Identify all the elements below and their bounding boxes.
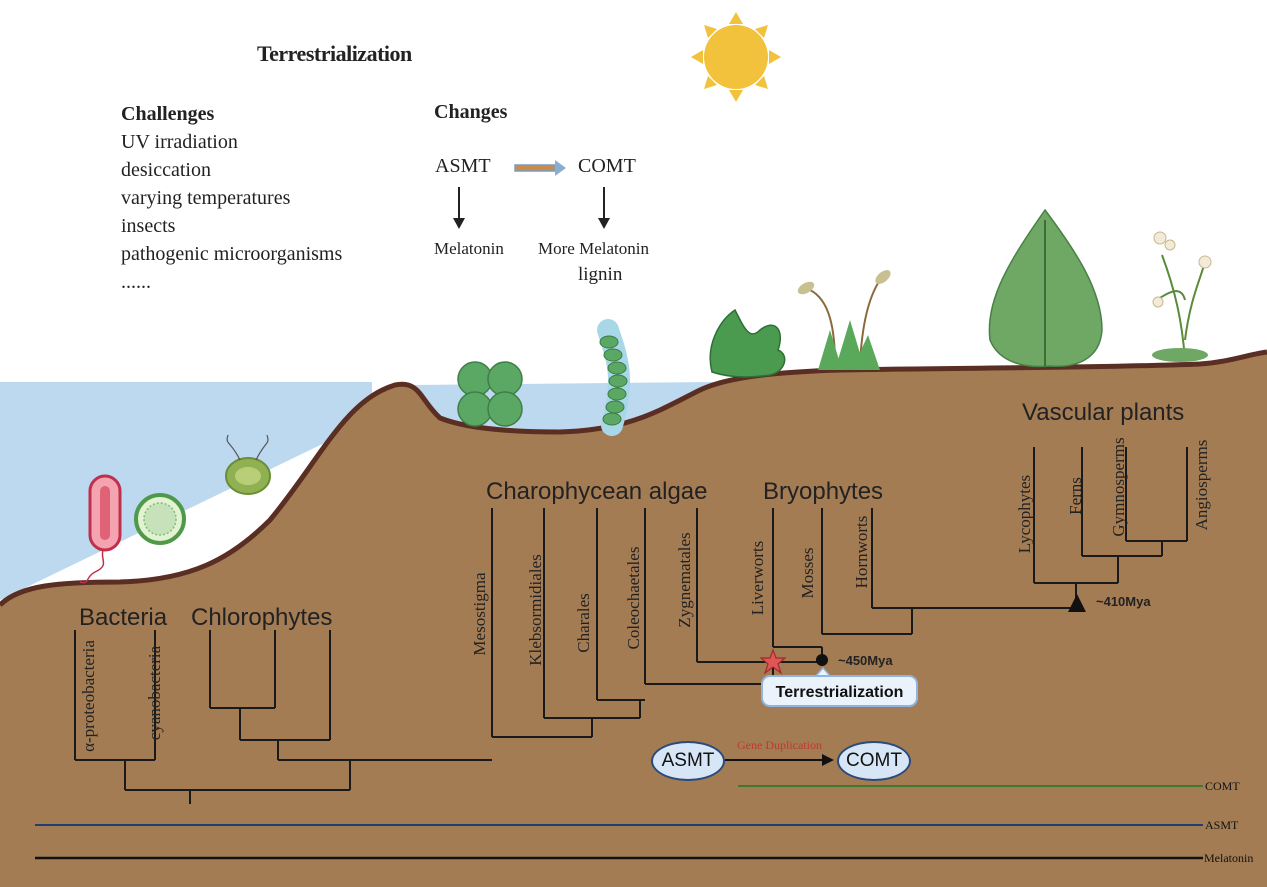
changes-heading: Changes xyxy=(434,101,508,123)
challenge-item: UV irradiation xyxy=(121,131,238,153)
soil-ground xyxy=(0,352,1267,887)
time-450mya: ~450Mya xyxy=(838,653,893,668)
page-title: Terrestrialization xyxy=(257,41,412,66)
taxon-alpha-proteobacteria: α-proteobacteria xyxy=(79,640,98,752)
taxon-mesostigma: Mesostigma xyxy=(470,572,489,656)
duplication-asmt-badge: ASMT xyxy=(651,741,725,781)
group-bryophytes: Bryophytes xyxy=(763,478,884,505)
group-bacteria: Bacteria xyxy=(79,604,168,631)
challenge-item: varying temperatures xyxy=(121,187,291,209)
changes-melatonin: Melatonin xyxy=(434,239,504,258)
challenge-item: desiccation xyxy=(121,159,211,181)
node-450-marker xyxy=(816,654,828,666)
challenges-heading: Challenges xyxy=(121,103,215,125)
time-410mya: ~410Mya xyxy=(1096,594,1151,609)
fern-icon xyxy=(988,208,1103,368)
comt-down-arrow-icon xyxy=(598,187,610,229)
taxon-angiosperms: Angiosperms xyxy=(1192,439,1211,531)
line-label-asmt: ASMT xyxy=(1205,818,1239,832)
taxon-zygnematales: Zygnematales xyxy=(675,532,694,628)
taxon-hornworts: Hornworts xyxy=(852,515,871,589)
changes-more-melatonin: More Melatonin xyxy=(538,239,649,258)
terrestrialization-callout: Terrestrialization xyxy=(761,675,918,707)
taxon-coleochaetales: Coleochaetales xyxy=(624,546,643,650)
moss-icon xyxy=(797,270,891,370)
group-vascular: Vascular plants xyxy=(1022,399,1185,426)
taxon-cyanobacteria: cyanobacteria xyxy=(145,645,164,741)
phylogeny-tree xyxy=(74,447,1188,804)
taxon-charales: Charales xyxy=(574,593,593,653)
asmt-down-arrow-icon xyxy=(453,187,465,229)
sun-icon xyxy=(691,12,781,102)
changes-arrow-icon xyxy=(514,160,566,176)
taxon-ferns: Ferns xyxy=(1066,477,1085,515)
challenge-item: insects xyxy=(121,215,176,237)
group-chlorophytes: Chlorophytes xyxy=(191,604,333,631)
cyanobacterium-icon xyxy=(134,493,186,545)
node-410-marker xyxy=(1068,594,1086,612)
taxon-lycophytes: Lycophytes xyxy=(1015,474,1034,554)
group-charophycean: Charophycean algae xyxy=(486,478,708,505)
line-label-comt: COMT xyxy=(1205,779,1240,793)
changes-lignin: lignin xyxy=(578,264,623,285)
taxon-liverworts: Liverworts xyxy=(748,540,767,616)
angiosperm-icon xyxy=(1152,231,1212,362)
charophyte-cell-icon xyxy=(457,361,523,427)
challenge-item: pathogenic microorganisms xyxy=(121,243,343,265)
challenge-item: ...... xyxy=(121,271,151,293)
line-label-melatonin: Melatonin xyxy=(1204,851,1254,865)
duplication-arrow-icon xyxy=(725,754,834,766)
changes-comt: COMT xyxy=(578,155,636,177)
soil-edge xyxy=(0,349,1267,607)
duplication-comt-badge: COMT xyxy=(837,741,911,781)
taxon-gymnosperms: Gymnosperms xyxy=(1109,437,1128,537)
liverwort-icon xyxy=(709,308,786,378)
changes-asmt: ASMT xyxy=(435,155,491,177)
terrestrialization-star-icon xyxy=(759,648,787,675)
taxon-klebsormidiales: Klebsormidiales xyxy=(526,554,545,666)
filament-alga-icon xyxy=(597,319,631,436)
bacterium-icon xyxy=(79,474,122,584)
taxon-mosses: Mosses xyxy=(798,547,817,599)
duplication-label: Gene Duplication xyxy=(737,738,822,752)
green-alga-icon xyxy=(225,434,271,495)
